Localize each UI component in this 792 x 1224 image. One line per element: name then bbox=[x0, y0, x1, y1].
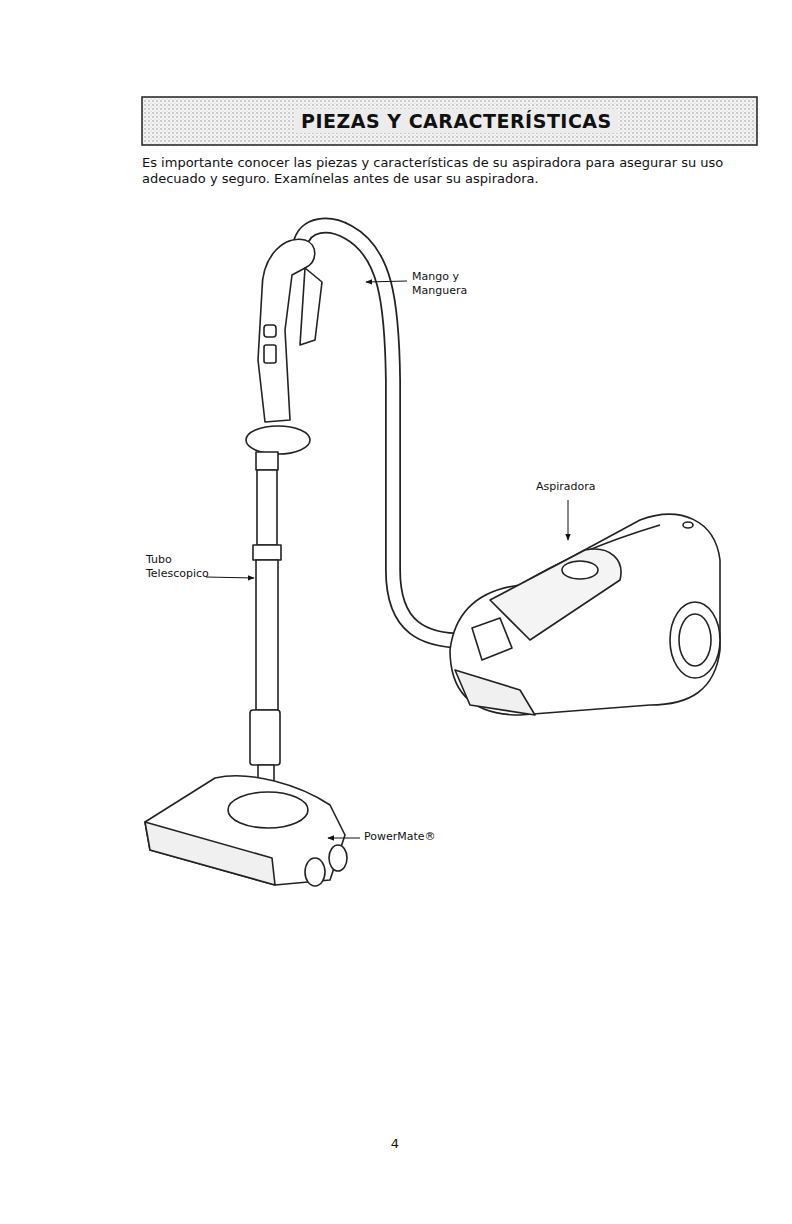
leader-line bbox=[206, 577, 254, 578]
wand-connector bbox=[250, 710, 280, 765]
wand-coupler bbox=[256, 452, 278, 470]
canister-button bbox=[562, 561, 598, 579]
part-name: PowerMate® bbox=[364, 830, 484, 844]
part-name: Tubo Telescopico bbox=[146, 553, 208, 581]
wand-lock bbox=[253, 545, 281, 560]
powermate-hood bbox=[228, 792, 308, 828]
leader-line bbox=[328, 838, 360, 839]
page-title: PIEZAS Y CARACTERÍSTICAS bbox=[295, 109, 618, 133]
canister-wheel bbox=[670, 602, 720, 678]
canister-front bbox=[455, 670, 535, 715]
wand-lower bbox=[256, 560, 278, 710]
handle-switch bbox=[264, 325, 276, 337]
wand-upper bbox=[257, 470, 277, 545]
header-band bbox=[142, 97, 757, 145]
canister-wheel-hub bbox=[679, 614, 711, 666]
powermate-wheel bbox=[329, 845, 347, 871]
part-name: Mango y Manguera bbox=[412, 270, 502, 298]
powermate-wheel bbox=[305, 858, 325, 886]
canister-lid bbox=[490, 549, 621, 640]
powermate-front bbox=[145, 822, 275, 885]
page-number: 4 bbox=[380, 1136, 410, 1152]
handle-collar bbox=[246, 426, 310, 454]
intro-text: Es importante conocer las piezas y carac… bbox=[142, 155, 757, 188]
handle-switch bbox=[264, 345, 276, 363]
hose-inlet bbox=[472, 618, 512, 660]
canister-body bbox=[450, 514, 720, 715]
canister-knob bbox=[683, 522, 693, 528]
leader-line bbox=[366, 281, 407, 282]
leader-line bbox=[568, 500, 569, 540]
powermate-body bbox=[145, 776, 345, 885]
handle-grip bbox=[300, 268, 322, 345]
part-name: Aspiradora bbox=[536, 480, 646, 494]
